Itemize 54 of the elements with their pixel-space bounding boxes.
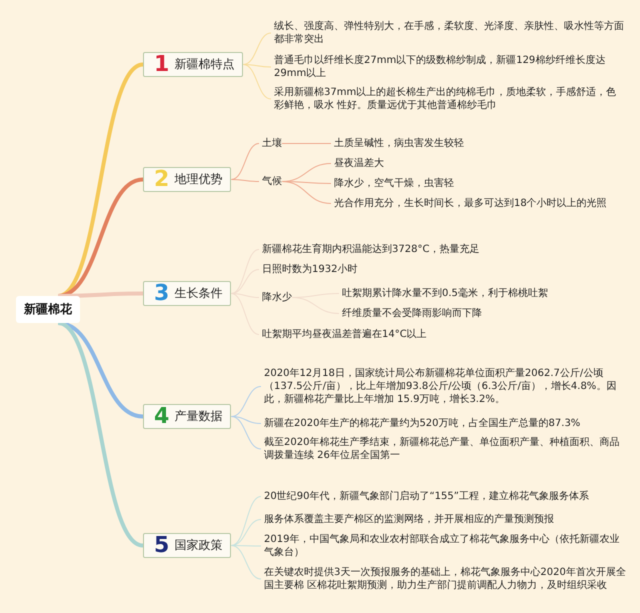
subtopic-text: 2020年12月18日，国家统计局公布新疆棉花单位面积产量2062.7公斤/公顷（137.5公斤/亩），比上年增加93.8公斤/公顷（6.3公斤/亩），增长4.8%。因此，新疆棉花产量比上年增加 15.9万吨，增长3.2%。 xyxy=(264,367,626,406)
topic-title: 产量数据 xyxy=(174,408,222,425)
subtopic-text: 气候 xyxy=(262,175,282,188)
subtopic-text: 20世纪90年代，新疆气象部门启动了“155”工程，建立棉花气象服务体系 xyxy=(264,490,589,503)
subtopic-text: 光合作用充分，生长时间长，最多可达到18个小时以上的光照 xyxy=(334,197,607,210)
subtopic-text: 土壤 xyxy=(262,137,282,150)
subtopic-text: 在关键农时提供3天一次预报服务的基础上，棉花气象服务中心2020年首次开展全国主要棉 区棉花吐絮期预测，助力生产部门提前调配人力物力，及时组织采收 xyxy=(264,566,626,592)
subtopic-text: 2019年，中国气象局和农业农村部联合成立了棉花气象服务中心（依托新疆农业气象台） xyxy=(264,533,626,559)
topic-box xyxy=(143,52,244,77)
connector-line xyxy=(230,143,260,180)
topic-box xyxy=(143,533,232,558)
connector-line xyxy=(230,249,260,294)
connector-line xyxy=(282,181,332,204)
subtopic-text: 截至2020年棉花生产季结束，新疆棉花总产量、单位面积产量、种植面积、商品调拨量连续 26年位居全国第一 xyxy=(264,436,626,462)
connector-line xyxy=(230,386,262,417)
connector-line xyxy=(57,321,144,548)
connector-line xyxy=(230,416,262,450)
connector-line xyxy=(230,179,260,182)
central-topic: 新疆棉花 xyxy=(16,296,80,323)
subtopic-text: 吐絮期累计降水量不到0.5毫米，利于棉桃吐絮 xyxy=(342,287,548,300)
connector-line xyxy=(230,293,260,335)
topic-title: 新疆棉特点 xyxy=(174,56,234,73)
connector-line xyxy=(230,416,262,424)
topic-title: 地理优势 xyxy=(174,171,222,188)
topic-number: 1 xyxy=(154,54,170,76)
subtopic-text: 土质呈碱性，病虫害发生较轻 xyxy=(334,137,464,150)
subtopic-text: 服务体系覆盖主要产棉区的监测网络，并开展相应的产量预测预报 xyxy=(264,513,554,526)
connector-line xyxy=(242,32,272,65)
subtopic-text: 纤维质量不会受降雨影响而下降 xyxy=(342,307,482,320)
topic-number: 2 xyxy=(154,168,170,190)
subtopic-text: 新疆在2020年生产的棉花产量约为520万吨，占全国生产总量的87.3% xyxy=(264,417,580,430)
topic-number: 4 xyxy=(154,406,170,428)
connector-line xyxy=(230,496,262,546)
connector-line xyxy=(230,519,262,546)
topic-box xyxy=(143,281,232,306)
subtopic-text: 降水少 xyxy=(262,291,292,304)
subtopic-text: 昼夜温差大 xyxy=(334,157,384,170)
topic-title: 国家政策 xyxy=(174,537,222,554)
subtopic-text: 采用新疆棉37mm以上的超长棉生产出的纯棉毛巾，质地柔软，手感舒适，色彩鲜艳，吸水 性好。质量远优于其他普通棉纱毛巾 xyxy=(274,86,626,112)
topic-number: 3 xyxy=(154,282,170,304)
connector-line xyxy=(282,143,332,144)
connector-line xyxy=(58,292,143,298)
subtopic-text: 吐絮期平均昼夜温差普遍在14°C以上 xyxy=(262,328,427,341)
topic-title: 生长条件 xyxy=(174,285,222,302)
subtopic-text: 普通毛巾以纤维长度27mm以下的级数棉纱制成，新疆129棉纱纤维长度达29mm以上 xyxy=(274,54,626,80)
topic-box xyxy=(143,404,232,429)
topic-box xyxy=(143,167,232,192)
subtopic-text: 日照时数为1932小时 xyxy=(262,263,358,276)
subtopic-text: 降水少，空气干燥，虫害轻 xyxy=(334,177,454,190)
subtopic-text: 绒长、强度高、弹性特别大，在手感，柔软度、光泽度、亲肤性、吸水性等方面都非常突出 xyxy=(274,20,626,46)
subtopic-text: 新疆棉花生育期内积温能达到3728°C，热量充足 xyxy=(262,243,480,256)
connector-line xyxy=(242,64,272,100)
connector-line xyxy=(230,545,262,580)
topic-number: 5 xyxy=(154,534,170,556)
